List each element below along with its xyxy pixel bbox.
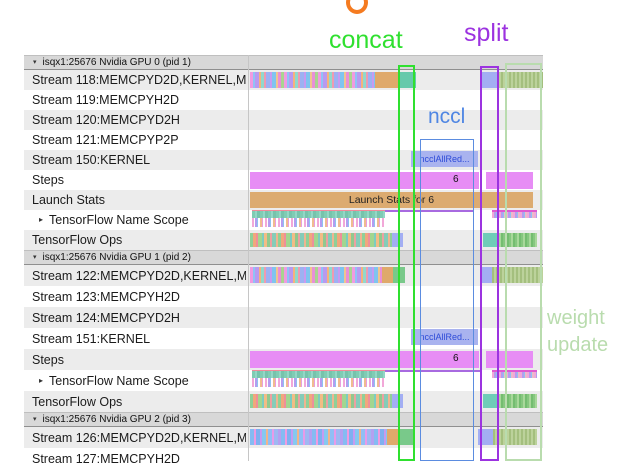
row-label: Stream 118:MEMCPYD2D,KERNEL,ME bbox=[32, 70, 246, 90]
section-header[interactable]: ▾ isqx1:25676 Nvidia GPU 0 (pid 1) bbox=[24, 55, 543, 70]
split-annotation-box bbox=[480, 66, 499, 461]
steps-value-label: 6 bbox=[453, 353, 459, 364]
trace-event-greenstripe[interactable] bbox=[497, 394, 537, 408]
row-label-text: Stream 121:MEMCPYP2P bbox=[32, 133, 179, 147]
row-label-text: Stream 150:KERNEL bbox=[32, 153, 151, 167]
weight-update-line1: weight bbox=[547, 307, 605, 329]
trace-event-periwinkle-sm[interactable] bbox=[392, 233, 403, 247]
trace-event-ncclbar[interactable]: ncclAllRed... bbox=[411, 151, 478, 167]
trace-event-greenstripe[interactable] bbox=[497, 233, 537, 247]
row-label: Steps bbox=[32, 349, 246, 370]
row-label: Stream 121:MEMCPYP2P bbox=[32, 130, 246, 150]
row-label: Steps bbox=[32, 170, 246, 190]
row-expand-icon[interactable]: ▸ bbox=[39, 215, 44, 224]
trace-event-dense-a[interactable] bbox=[250, 267, 382, 283]
row-label-text: Stream 124:MEMCPYD2H bbox=[32, 310, 180, 325]
trace-event-periwinkle[interactable] bbox=[480, 72, 497, 88]
weight-update-annotation-box bbox=[505, 63, 542, 461]
trace-event-teal-sm[interactable] bbox=[483, 233, 497, 247]
row-label-text: Launch Stats bbox=[32, 193, 105, 207]
trace-event-olive[interactable] bbox=[492, 267, 543, 283]
row-label: Launch Stats bbox=[32, 190, 246, 210]
concat-annotation-label: concat bbox=[329, 26, 403, 54]
nccl-annotation-label: nccl bbox=[428, 105, 466, 128]
row-label-text: Steps bbox=[32, 173, 64, 187]
trace-event-dense-b[interactable] bbox=[250, 429, 387, 445]
trace-event-scoperight[interactable] bbox=[492, 210, 537, 218]
trace-event-steps[interactable] bbox=[250, 172, 479, 189]
trace-event-teal[interactable] bbox=[399, 72, 416, 88]
weight-update-annotation-label: weight update bbox=[547, 305, 608, 359]
trace-event-periwinkle[interactable] bbox=[480, 267, 492, 283]
trace-event-tan[interactable] bbox=[375, 72, 399, 88]
trace-event-jagged[interactable] bbox=[252, 210, 385, 227]
trace-event-dense-a[interactable] bbox=[250, 72, 375, 88]
concat-annotation-box bbox=[398, 65, 415, 461]
row-label: TensorFlow Ops bbox=[32, 230, 246, 250]
row-label-text: Stream 119:MEMCPYH2D bbox=[32, 93, 180, 107]
row-label-text: Stream 126:MEMCPYD2D,KERNEL,MI bbox=[32, 430, 246, 445]
trace-event-olive[interactable] bbox=[497, 72, 543, 88]
trace-event-ncclbar[interactable]: ncclAllRed... bbox=[411, 329, 478, 345]
trace-event-jagged[interactable] bbox=[252, 370, 385, 387]
split-annotation-label: split bbox=[464, 19, 509, 47]
timeline-row: Stream 118:MEMCPYD2D,KERNEL,ME bbox=[24, 70, 543, 90]
trace-event-green[interactable] bbox=[400, 429, 413, 445]
trace-event-dense-ops[interactable] bbox=[250, 394, 392, 408]
row-label-text: Stream 123:MEMCPYH2D bbox=[32, 289, 180, 304]
row-label-text: Stream 127:MEMCPYH2D bbox=[32, 451, 180, 466]
row-label-text: TensorFlow Name Scope bbox=[49, 373, 189, 388]
nccl-annotation-box bbox=[420, 139, 474, 461]
row-label: Stream 151:KERNEL bbox=[32, 328, 246, 349]
section-title: isqx1:25676 Nvidia GPU 1 (pid 2) bbox=[42, 252, 191, 263]
row-label-text: TensorFlow Name Scope bbox=[49, 213, 189, 227]
row-label-text: TensorFlow Ops bbox=[32, 233, 123, 247]
trace-event-scoperight[interactable] bbox=[492, 370, 537, 378]
row-label: Stream 127:MEMCPYH2D bbox=[32, 448, 246, 469]
row-label: Stream 126:MEMCPYD2D,KERNEL,MI bbox=[32, 427, 246, 448]
row-label: Stream 124:MEMCPYD2H bbox=[32, 307, 246, 328]
row-label[interactable]: ▸ TensorFlow Name Scope bbox=[32, 370, 246, 391]
section-collapse-icon[interactable]: ▾ bbox=[33, 254, 37, 261]
row-label[interactable]: ▸ TensorFlow Name Scope bbox=[32, 210, 246, 230]
row-label-text: Steps bbox=[32, 352, 64, 367]
trace-event-olive[interactable] bbox=[493, 429, 537, 445]
row-label-text: Stream 120:MEMCPYD2H bbox=[32, 113, 180, 127]
trace-event-dense-ops[interactable] bbox=[250, 233, 392, 247]
row-label-text: TensorFlow Ops bbox=[32, 394, 123, 409]
trace-event-periwinkle-sm[interactable] bbox=[392, 394, 403, 408]
section-title: isqx1:25676 Nvidia GPU 2 (pid 3) bbox=[42, 414, 191, 425]
row-label: Stream 120:MEMCPYD2H bbox=[32, 110, 246, 130]
row-label-text: Stream 118:MEMCPYD2D,KERNEL,ME bbox=[32, 73, 246, 87]
row-label: Stream 123:MEMCPYH2D bbox=[32, 286, 246, 307]
weight-update-line2: update bbox=[547, 334, 609, 356]
trace-event-scopeline[interactable] bbox=[385, 370, 481, 372]
row-label-text: Stream 151:KERNEL bbox=[32, 331, 151, 346]
row-label: Stream 122:MEMCPYD2D,KERNEL,MI bbox=[32, 265, 246, 286]
row-label: Stream 150:KERNEL bbox=[32, 150, 246, 170]
trace-event-teal-sm[interactable] bbox=[483, 394, 497, 408]
clipped-orange-annotation-glyph bbox=[346, 0, 368, 14]
row-label: Stream 119:MEMCPYH2D bbox=[32, 90, 246, 110]
section-collapse-icon[interactable]: ▾ bbox=[33, 416, 37, 423]
row-expand-icon[interactable]: ▸ bbox=[39, 375, 44, 385]
section-collapse-icon[interactable]: ▾ bbox=[33, 59, 37, 66]
steps-value-label: 6 bbox=[453, 174, 459, 185]
trace-event-tan[interactable] bbox=[382, 267, 393, 283]
trace-event-launch[interactable]: Launch Stats for 6 bbox=[250, 192, 533, 208]
label-timeline-separator bbox=[248, 55, 249, 461]
section-title: isqx1:25676 Nvidia GPU 0 (pid 1) bbox=[42, 57, 191, 68]
row-label-text: Stream 122:MEMCPYD2D,KERNEL,MI bbox=[32, 268, 246, 283]
trace-event-scopeline[interactable] bbox=[385, 210, 473, 212]
row-label: TensorFlow Ops bbox=[32, 391, 246, 412]
trace-event-tan[interactable] bbox=[387, 429, 400, 445]
trace-event-steps[interactable] bbox=[250, 351, 479, 368]
